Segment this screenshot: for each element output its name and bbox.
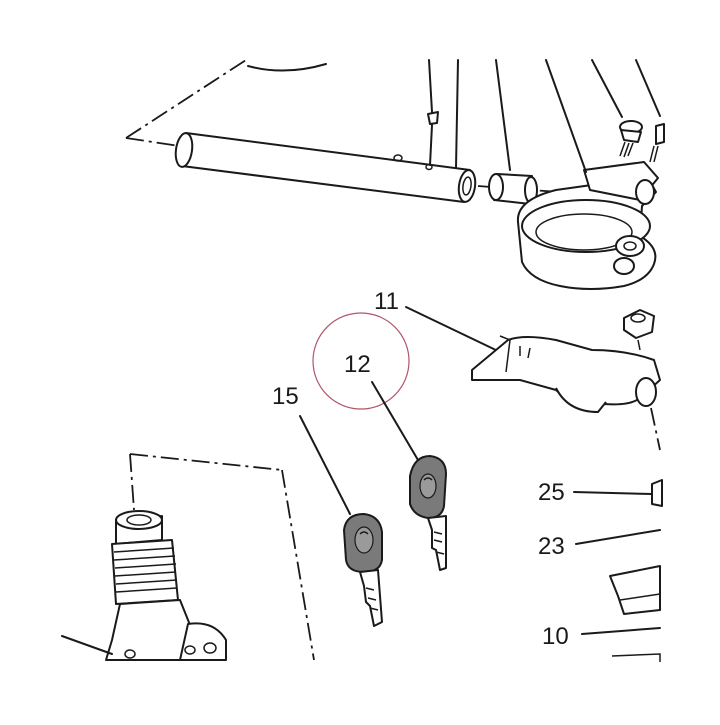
highlight-circle: [312, 312, 410, 410]
leader-12: [371, 381, 419, 461]
key-12: [409, 454, 448, 571]
centerline-lower-left: [129, 453, 135, 511]
clamp-body: [516, 161, 659, 290]
steering-stem: [105, 510, 227, 661]
label-15: 15: [272, 383, 299, 410]
upper-fragment-outline: [247, 63, 327, 72]
centerline-right: [650, 407, 661, 451]
bolt: [619, 120, 643, 158]
leader-bushing: [495, 59, 511, 171]
centerline-lower-top: [129, 453, 283, 471]
leader-25: [573, 491, 653, 495]
nut-25: [651, 479, 663, 507]
leader-23: [575, 529, 661, 545]
leader-tube: [455, 59, 459, 169]
right-edge-part: [609, 565, 661, 615]
leader-clamp: [545, 59, 587, 173]
leader-bolt-edge: [635, 59, 661, 117]
label-23: 23: [538, 533, 565, 560]
leader-bolt: [591, 59, 623, 118]
label-25: 25: [538, 479, 565, 506]
right-edge-fragment: [611, 653, 661, 662]
leader-15: [299, 415, 351, 515]
centerline-lower-right: [281, 469, 315, 661]
leader-11: [405, 306, 501, 353]
centerline-to-bar: [125, 137, 187, 148]
nut-top: [623, 309, 655, 351]
key-15: [342, 512, 383, 627]
handlebar-tube: [174, 132, 477, 203]
centerline-bushing: [477, 185, 613, 197]
bracket: [471, 335, 661, 413]
pin: [427, 59, 439, 166]
label-10: 10: [542, 623, 569, 650]
leader-stem: [61, 635, 113, 655]
label-12: 12: [344, 351, 371, 378]
centerline-upper-left: [125, 59, 247, 139]
leader-10: [581, 627, 661, 635]
bolt-edge: [649, 123, 665, 163]
label-11: 11: [374, 288, 399, 315]
